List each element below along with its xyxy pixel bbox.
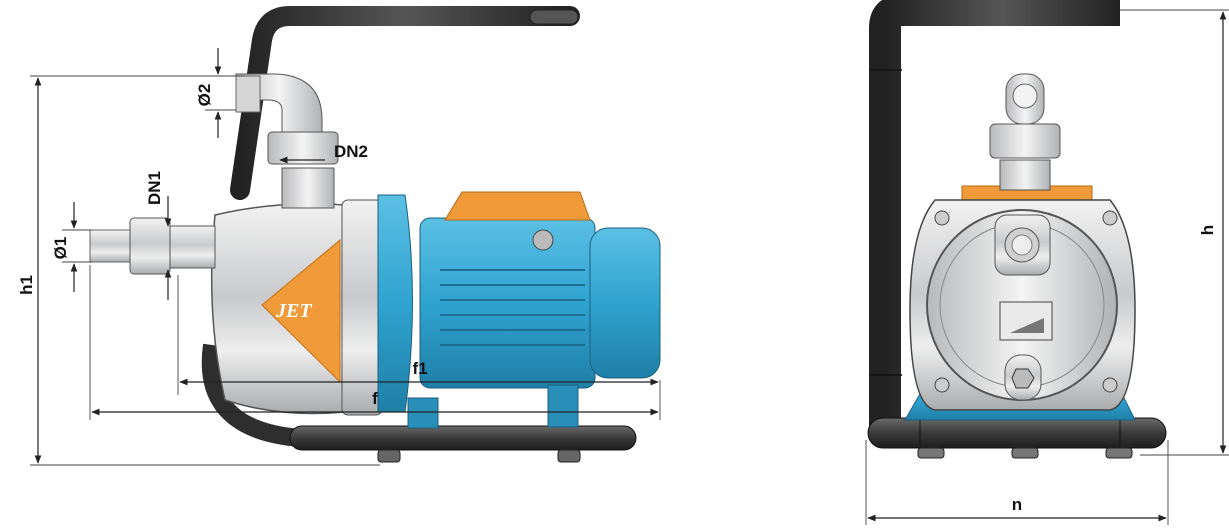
- rating-plate: [999, 301, 1053, 341]
- bolt-br: [1102, 377, 1118, 393]
- pump-front-view: [867, 0, 1167, 459]
- motor-foot: [547, 384, 579, 428]
- bolt-tr: [1102, 210, 1118, 226]
- inlet-neck: [169, 225, 216, 269]
- logo-text: JET: [275, 300, 312, 322]
- dim-label-n: n: [1012, 495, 1022, 514]
- inlet-hose-tail: [89, 229, 133, 263]
- front-outlet-neck: [999, 159, 1051, 191]
- dim-label-h: h: [1198, 225, 1217, 235]
- motor-flange: [377, 194, 413, 413]
- logo-triangle: [261, 238, 341, 384]
- dim-label-d1: Ø1: [51, 237, 70, 260]
- dim-label-dn1: DN1: [145, 171, 164, 205]
- motor-body: [419, 217, 596, 389]
- carry-frame-handle: [230, 6, 580, 200]
- front-view-dimensions: h n: [865, 9, 1229, 525]
- front-frame-upright: [869, 0, 1120, 430]
- motor-fins: [440, 269, 585, 346]
- handle-grip: [529, 9, 579, 25]
- foot-left: [377, 449, 401, 463]
- motor-fan-cover: [589, 227, 661, 379]
- dim-label-d2: Ø2: [195, 84, 214, 107]
- bolt-tl: [934, 210, 950, 226]
- dim-label-f: f: [372, 389, 378, 408]
- dim-label-f1: f1: [412, 359, 427, 378]
- dim-label-h1: h1: [17, 275, 36, 295]
- outlet-neck: [281, 167, 335, 209]
- outlet-nut: [267, 131, 339, 165]
- dim-label-dn2: DN2: [334, 142, 368, 161]
- pump-foot: [407, 397, 439, 429]
- front-outlet-nut: [989, 123, 1061, 159]
- hose-tail-outlet: [235, 75, 261, 113]
- inlet-nut: [129, 217, 171, 275]
- bolt-bl: [934, 377, 950, 393]
- pump-side-view: JET: [89, 6, 661, 463]
- front-base-rail: [867, 417, 1167, 449]
- base-rail: [289, 425, 637, 451]
- side-view-dimensions: h1 Ø2 DN2 DN1 Ø1 f1 f: [17, 48, 661, 466]
- pump-collar: [341, 199, 383, 416]
- cable-gland: [532, 229, 554, 251]
- terminal-box: [444, 191, 591, 221]
- foot-right: [557, 449, 581, 463]
